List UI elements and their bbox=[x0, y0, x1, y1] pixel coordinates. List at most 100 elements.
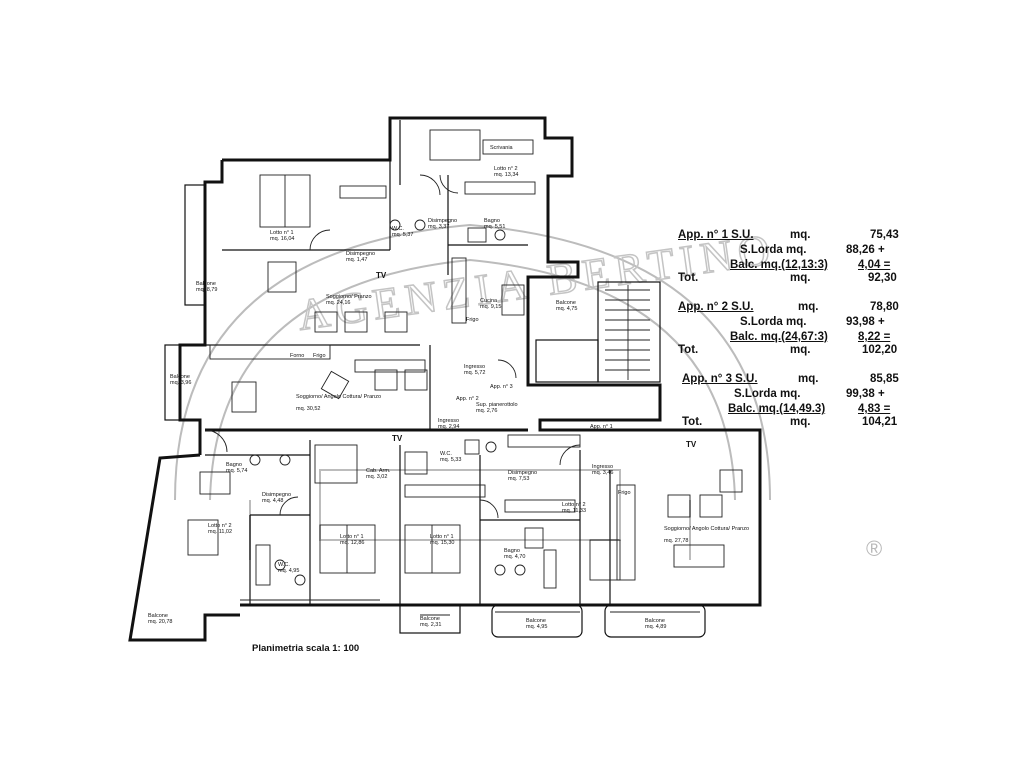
tv-label: TV bbox=[376, 271, 387, 280]
tot-label: Tot. bbox=[682, 416, 703, 428]
app-marker: App. n° 1 bbox=[590, 424, 613, 430]
room-label: Soggiorno/ Pranzo bbox=[326, 294, 372, 300]
tot-unit: mq. bbox=[790, 272, 811, 284]
su-unit: mq. bbox=[790, 229, 811, 241]
room-label: Balcone bbox=[148, 613, 168, 619]
tv-label: TV bbox=[392, 434, 403, 443]
apartment-title: App. n° 2 S.U. bbox=[678, 301, 754, 313]
balc-label: Balc. mq.(12,13:3) bbox=[730, 259, 828, 271]
room-area: mq. 5,74 bbox=[226, 468, 247, 474]
room-label: Lotto n° 1 bbox=[430, 534, 454, 540]
su-value: 78,80 bbox=[870, 301, 899, 313]
tot-value: 102,20 bbox=[862, 344, 898, 356]
room-area: mq. 2,94 bbox=[438, 424, 459, 430]
room-label: Bagno bbox=[504, 548, 520, 554]
su-value: 85,85 bbox=[870, 373, 899, 385]
room-label: Balcone bbox=[645, 618, 665, 624]
room-label: Soggiorno/ Angolo Cottura/ Pranzo bbox=[296, 394, 381, 400]
su-unit: mq. bbox=[798, 373, 819, 385]
apartment-title: App. n° 1 S.U. bbox=[678, 229, 754, 241]
balc-value: 8,22 = bbox=[858, 331, 891, 343]
room-label: W.C. bbox=[440, 451, 452, 457]
room-area: mq. 1,47 bbox=[346, 257, 367, 263]
tot-value: 92,30 bbox=[868, 272, 897, 284]
room-label: Cab. Arm. bbox=[366, 468, 391, 474]
app-marker: App. n° 3 bbox=[490, 384, 513, 390]
tot-unit: mq. bbox=[790, 344, 811, 356]
tot-value: 104,21 bbox=[862, 416, 898, 428]
room-area: mq. 16,04 bbox=[270, 236, 294, 242]
room-label: Disimpegno bbox=[346, 251, 375, 257]
room-label: Sup. pianerottolo bbox=[476, 402, 518, 408]
lorda-value: 88,26 + bbox=[846, 244, 885, 256]
room-area: mq. 5,72 bbox=[464, 370, 485, 376]
frigo-label: Frigo bbox=[466, 317, 479, 323]
outer-walls bbox=[128, 116, 762, 642]
room-area: mq. 2,76 bbox=[476, 408, 497, 414]
room-area: mq. 4,48 bbox=[262, 498, 283, 504]
room-label: Lotto n° 2 bbox=[562, 502, 586, 508]
su-value: 75,43 bbox=[870, 229, 899, 241]
tv-markers: TV TV TV bbox=[376, 271, 697, 449]
room-label: Balcone bbox=[196, 281, 216, 287]
room-area: mq. 20,78 bbox=[148, 619, 172, 625]
app-marker: App. n° 2 bbox=[456, 396, 479, 402]
room-label: W.C. bbox=[392, 226, 404, 232]
room-area: mq. 11,33 bbox=[562, 508, 586, 514]
lorda-value: 99,38 + bbox=[846, 388, 885, 400]
room-area: mq. 5,51 bbox=[484, 224, 505, 230]
room-area: mq. 4,70 bbox=[504, 554, 525, 560]
room-area: mq. 12,86 bbox=[340, 540, 364, 546]
balc-label: Balc. mq.(14,49.3) bbox=[728, 403, 826, 415]
interior-walls bbox=[164, 120, 706, 638]
room-area: mq. 13,34 bbox=[494, 172, 518, 178]
apartment-title: App. n° 3 S.U. bbox=[682, 373, 758, 385]
room-label: Balcone bbox=[420, 616, 440, 622]
room-label: Balcone bbox=[526, 618, 546, 624]
room-labels: Lotto n° 1 mq. 16,04 Disimpegno mq. 3,37… bbox=[148, 145, 749, 630]
lorda-value: 93,98 + bbox=[846, 316, 885, 328]
room-label: W.C. bbox=[278, 562, 290, 568]
apartment-summary: App. n° 3 S.U. mq. 85,85 S.Lorda mq. 99,… bbox=[678, 372, 908, 444]
balc-value: 4,04 = bbox=[858, 259, 891, 271]
tot-label: Tot. bbox=[678, 344, 699, 356]
room-label: Disimpegno bbox=[262, 492, 291, 498]
room-label: Bagno bbox=[484, 218, 500, 224]
room-area: mq. 3,46 bbox=[592, 470, 613, 476]
room-area: mq. 24,16 bbox=[326, 300, 350, 306]
room-area: mq. 4,75 bbox=[556, 306, 577, 312]
tot-label: Tot. bbox=[678, 272, 699, 284]
room-label: Ingresso bbox=[592, 464, 613, 470]
room-area: mq. 5,37 bbox=[392, 232, 413, 238]
room-area: mq. 4,95 bbox=[278, 568, 299, 574]
room-label: Cucina bbox=[480, 298, 498, 304]
balc-value: 4,83 = bbox=[858, 403, 891, 415]
room-area: mq. 2,31 bbox=[420, 622, 441, 628]
furniture bbox=[187, 129, 743, 616]
forno-label: Forno bbox=[290, 353, 304, 359]
room-label: Disimpegno bbox=[508, 470, 537, 476]
room-area: mq. 8,79 bbox=[196, 287, 217, 293]
room-label: Ingresso bbox=[438, 418, 459, 424]
lorda-label: S.Lorda mq. bbox=[740, 244, 807, 256]
room-area: mq. 4,95 bbox=[526, 624, 547, 630]
balc-label: Balc. mq.(24,67:3) bbox=[730, 331, 828, 343]
room-area: mq. 11,02 bbox=[208, 529, 232, 535]
frigo-label: Frigo bbox=[618, 490, 631, 496]
surface-summary: App. n° 1 S.U. mq. 75,43 S.Lorda mq. 88,… bbox=[678, 228, 908, 444]
frigo-label: Frigo bbox=[313, 353, 326, 359]
lorda-label: S.Lorda mq. bbox=[734, 388, 801, 400]
room-area: mq. 15,30 bbox=[430, 540, 454, 546]
room-label: Scrivania bbox=[490, 145, 514, 151]
lorda-label: S.Lorda mq. bbox=[740, 316, 807, 328]
room-area: mq. 7,53 bbox=[508, 476, 529, 482]
room-area: mq. 3,37 bbox=[428, 224, 449, 230]
apartment-summary: App. n° 1 S.U. mq. 75,43 S.Lorda mq. 88,… bbox=[678, 228, 908, 300]
room-area: mq. 4,89 bbox=[645, 624, 666, 630]
room-area: mq. 9,15 bbox=[480, 304, 501, 310]
room-label: Lotto n° 2 bbox=[208, 523, 232, 529]
room-area: mq. 5,33 bbox=[440, 457, 461, 463]
tot-unit: mq. bbox=[790, 416, 811, 428]
tv-label: TV bbox=[686, 440, 697, 449]
